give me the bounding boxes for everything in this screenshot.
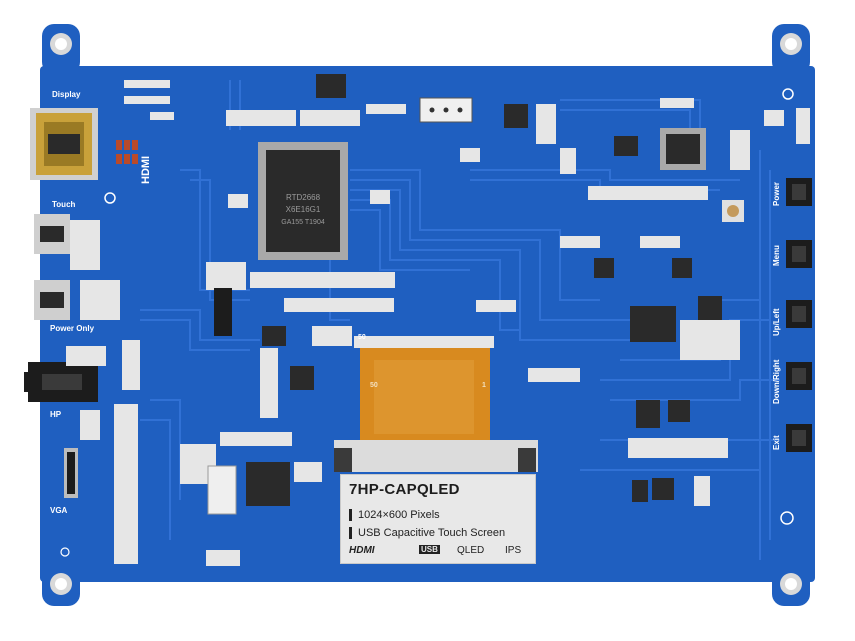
display-flex-cable <box>214 288 538 472</box>
model-name: 7HP-CAPQLED <box>349 481 460 498</box>
fpc-connector <box>206 97 810 515</box>
flex-pin-50-left: 50 <box>370 382 378 389</box>
product-label: 7HP-CAPQLED 1024×600 Pixels USB Capaciti… <box>340 474 536 564</box>
touch-label: Touch <box>52 200 76 209</box>
power-button-label: Power <box>772 181 781 206</box>
display-label: Display <box>52 90 81 99</box>
svg-text:X6E16G1: X6E16G1 <box>286 205 321 214</box>
usb-power-connector[interactable] <box>34 280 70 320</box>
hdmi-connector[interactable] <box>30 108 98 180</box>
flex-pin-1: 1 <box>482 382 486 389</box>
ips-logo: IPS <box>505 545 522 556</box>
hp-label: HP <box>50 410 62 419</box>
menu-button-label: Menu <box>772 245 781 266</box>
side-buttons[interactable] <box>786 178 812 452</box>
controller-chip: RTD2668 X6E16G1 GA155 T1904 <box>258 142 348 260</box>
touch-spec: USB Capacitive Touch Screen <box>349 527 505 539</box>
smd-components <box>66 80 784 564</box>
logo-row: HDMI USB QLED IPS <box>349 545 533 559</box>
svg-text:GA155 T1904: GA155 T1904 <box>281 219 325 226</box>
power-only-label: Power Only <box>50 324 95 333</box>
hdmi-logo: HDMI <box>349 545 375 556</box>
ic-chips <box>246 74 722 506</box>
reset-button[interactable] <box>722 200 744 222</box>
vga-label: VGA <box>50 506 68 515</box>
bottom-pads <box>206 550 240 566</box>
usb-touch-connector[interactable] <box>34 214 70 254</box>
exit-button-label: Exit <box>772 435 781 450</box>
resistors <box>116 140 138 164</box>
down-right-button-label: Down/Right <box>772 359 781 404</box>
usb-logo: USB <box>419 545 440 554</box>
qled-logo: QLED <box>457 545 485 556</box>
resolution-spec: 1024×600 Pixels <box>349 509 440 521</box>
up-left-button-label: Up/Left <box>772 308 781 336</box>
audio-jack[interactable] <box>24 362 98 402</box>
mounting-holes <box>50 33 802 595</box>
hdmi-silk-label: HDMI <box>140 155 152 184</box>
svg-text:RTD2668: RTD2668 <box>286 193 321 202</box>
vga-header <box>64 448 78 498</box>
flex-pin-50-top: 50 <box>358 334 366 341</box>
